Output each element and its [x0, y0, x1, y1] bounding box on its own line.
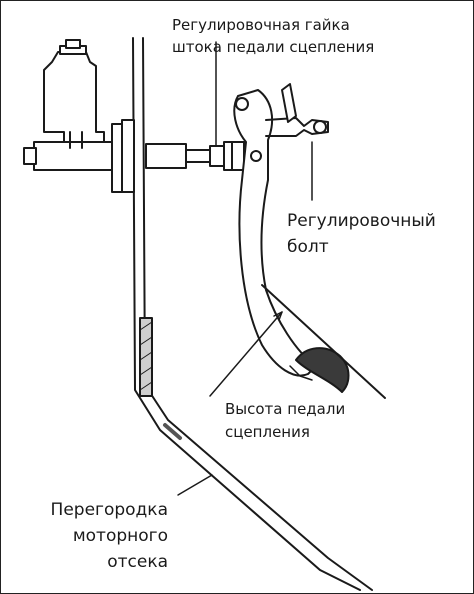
adjusting-bolt — [265, 83, 329, 201]
label-pedal-height: Высота педали сцепления — [225, 398, 345, 444]
label-line: сцепления — [225, 423, 310, 441]
label-line: моторного — [72, 526, 168, 546]
label-line: Высота педали — [225, 400, 346, 418]
label-adjusting-bolt: Регулировочный болт — [287, 208, 436, 260]
master-cylinder — [23, 39, 135, 193]
label-line: болт — [287, 237, 329, 257]
floor-line — [261, 284, 386, 399]
label-line: Перегородка — [50, 500, 168, 520]
pedal-height-dimension — [209, 311, 283, 397]
label-line: штока педали сцепления — [172, 38, 375, 56]
label-line: Регулировочная гайка — [172, 16, 350, 34]
bulkhead — [132, 37, 373, 591]
bulkhead-leader — [177, 474, 213, 496]
label-bulkhead: Перегородка моторного отсека — [8, 497, 168, 575]
pedal-pad — [289, 347, 350, 393]
label-adjusting-nut: Регулировочная гайка штока педали сцепле… — [172, 14, 374, 58]
label-line: Регулировочный — [287, 211, 436, 231]
label-line: отсека — [107, 552, 168, 572]
